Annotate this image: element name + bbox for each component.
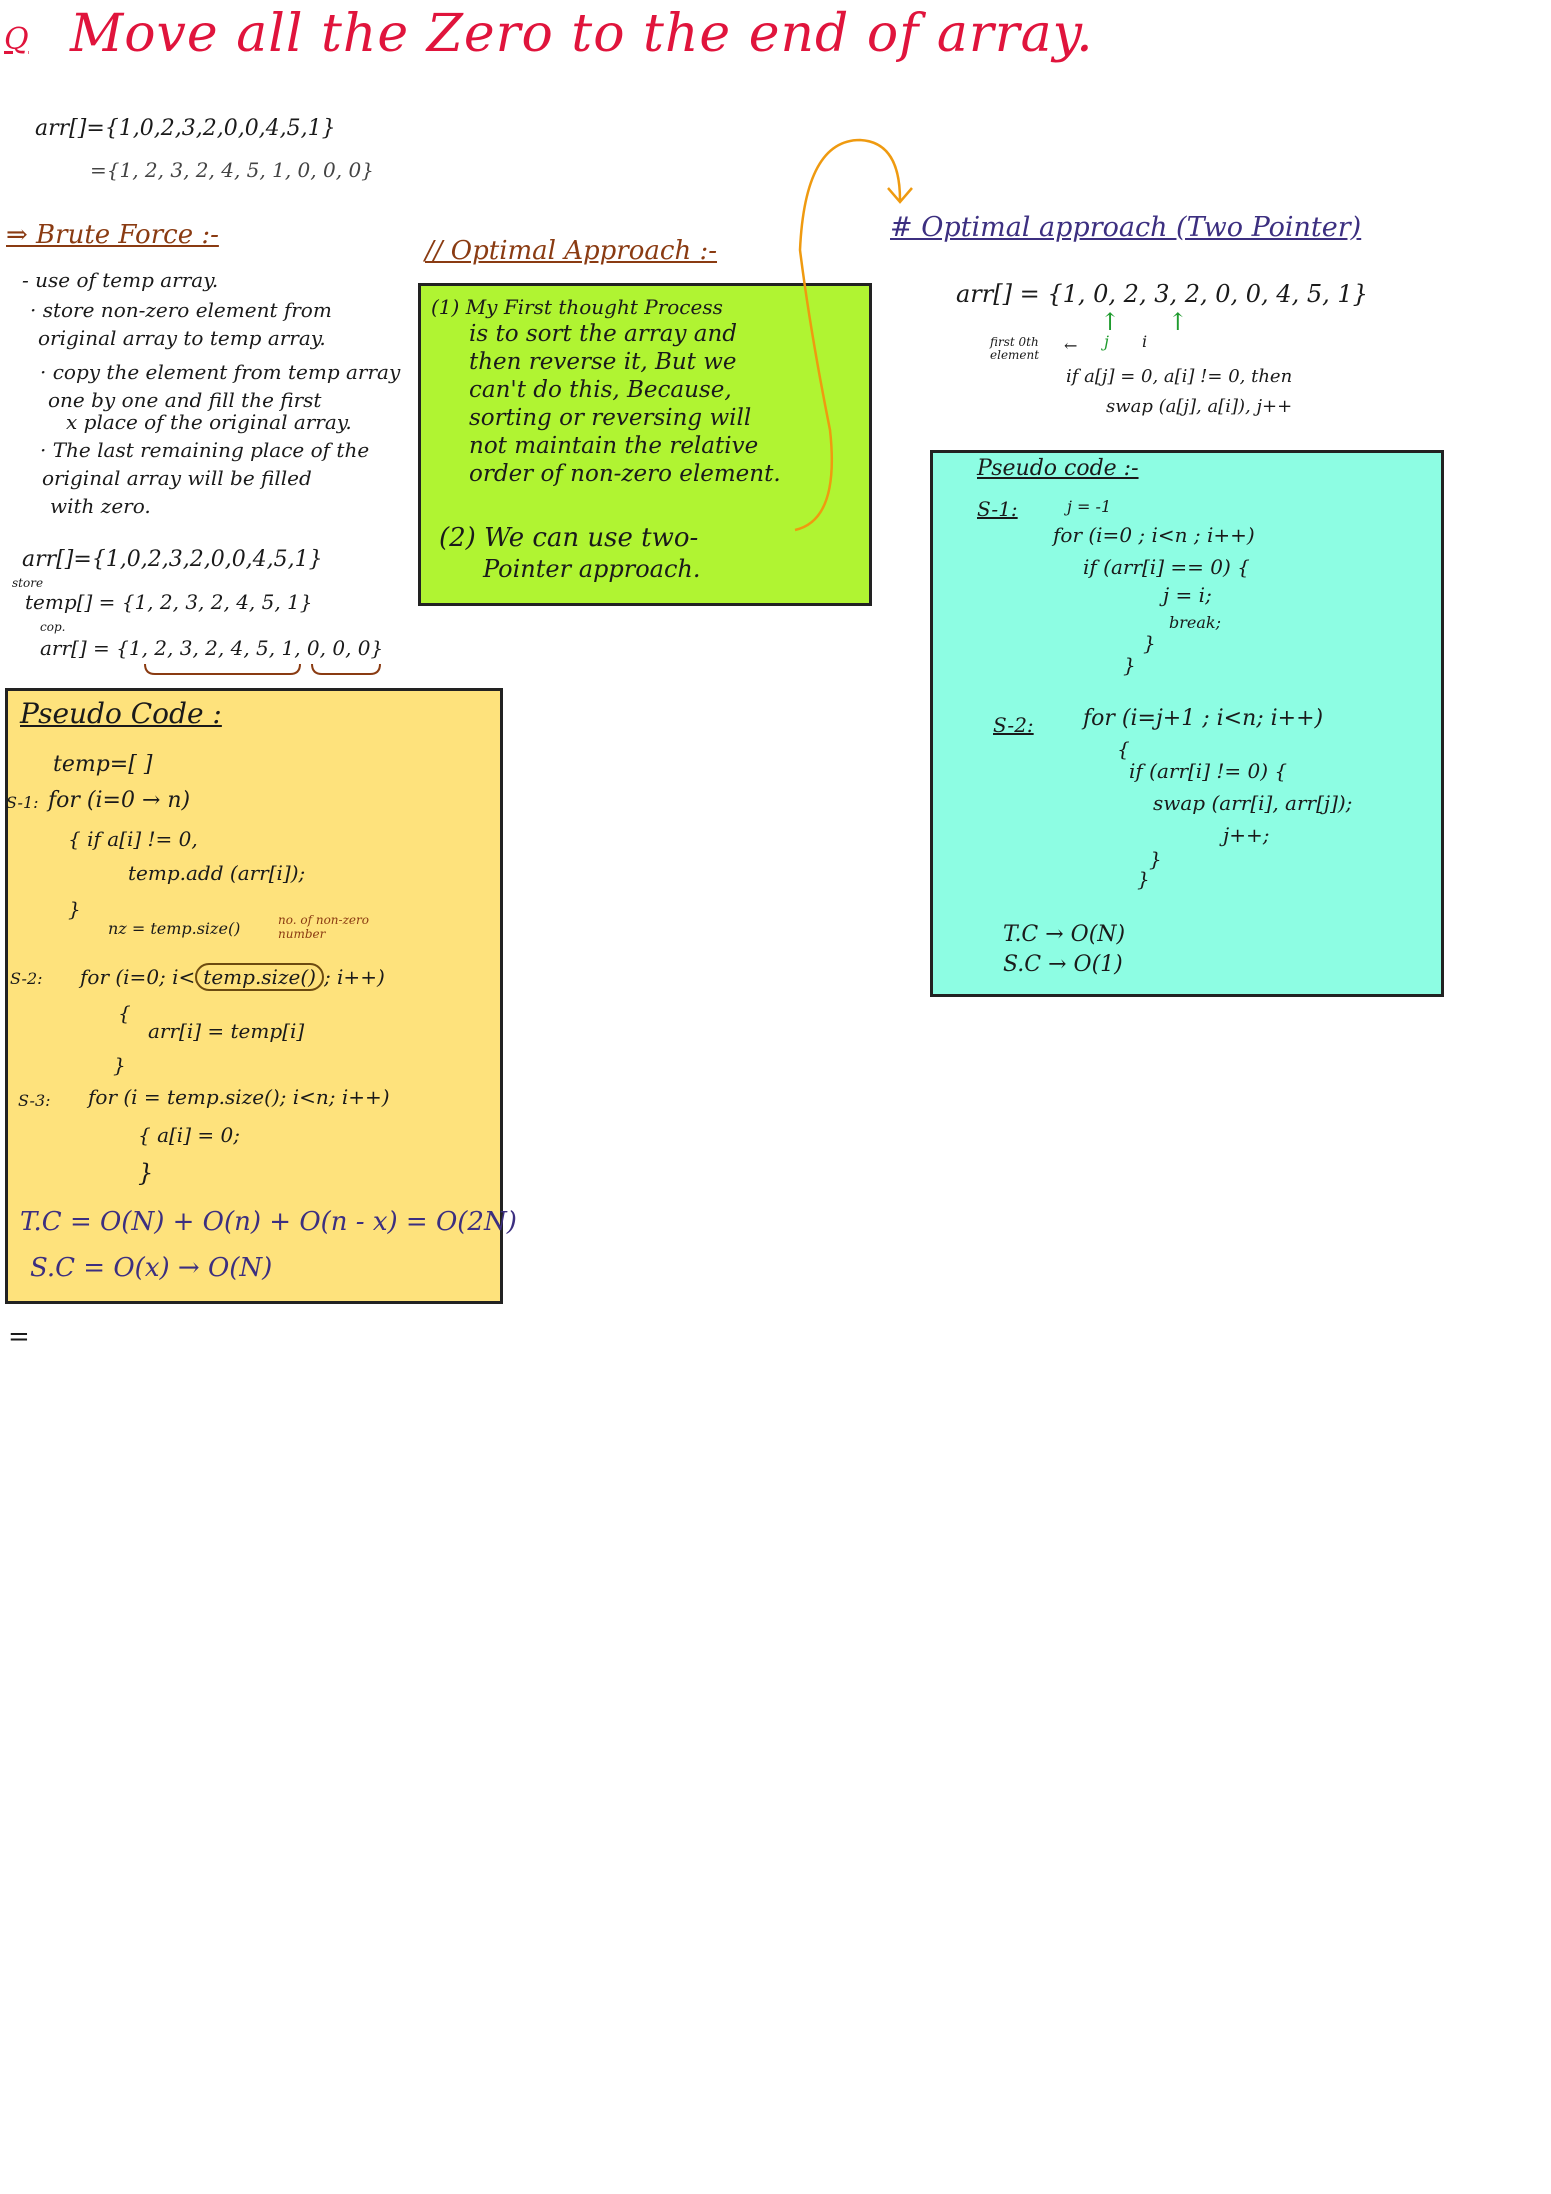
pointer-arrows: ↑ ↑ bbox=[1100, 308, 1208, 336]
opt-time-complexity: T.C → O(N) bbox=[1003, 922, 1126, 947]
pseudo-s2-close: } bbox=[113, 1053, 126, 1077]
opt-s2-inc: j++; bbox=[1223, 823, 1270, 847]
pseudo-s1-close: } bbox=[68, 897, 81, 921]
thought-line-8: (2) We can use two- bbox=[439, 523, 699, 553]
intro-input: arr[]={1,0,2,3,2,0,0,4,5,1} bbox=[35, 116, 336, 141]
pseudo-s2-assign: arr[i] = temp[i] bbox=[148, 1019, 305, 1043]
brute-example-temp: temp[] = {1, 2, 3, 2, 4, 5, 1} bbox=[25, 590, 313, 614]
thought-line-7: order of non-zero element. bbox=[469, 461, 781, 487]
intro-output: ={1, 2, 3, 2, 4, 5, 1, 0, 0, 0} bbox=[90, 158, 374, 182]
brute-force-heading: ⇒ Brute Force :- bbox=[6, 220, 219, 250]
pseudo-temp-init: temp=[ ] bbox=[53, 752, 153, 777]
opt-space-complexity: S.C → O(1) bbox=[1003, 952, 1123, 977]
pseudo-space-complexity: S.C = O(x) → O(N) bbox=[30, 1253, 273, 1283]
first-zero-note: first 0th element bbox=[990, 335, 1040, 363]
brute-example-result: arr[] = {1, 2, 3, 2, 4, 5, 1, 0, 0, 0} bbox=[40, 636, 384, 660]
page-title: Move all the Zero to the end of array. bbox=[70, 4, 1094, 64]
thought-line-4: can't do this, Because, bbox=[469, 377, 732, 403]
pointer-i: i bbox=[1142, 332, 1148, 351]
pseudo-s2-highlight: temp.size() bbox=[195, 963, 324, 991]
two-pointer-pseudo-box: Pseudo code :- S-1: j = -1 for (i=0 ; i<… bbox=[930, 450, 1444, 997]
two-pointer-heading: # Optimal approach (Two Pointer) bbox=[890, 212, 1362, 243]
brute-bullet-2: · store non-zero element from bbox=[30, 298, 332, 322]
pointer-j: j bbox=[1104, 332, 1109, 351]
opt-s2-open: { bbox=[1117, 737, 1130, 761]
opt-s2-label: S-2: bbox=[993, 713, 1034, 737]
thought-line-3: then reverse it, But we bbox=[469, 349, 737, 375]
opt-s1-loop: for (i=0 ; i<n ; i++) bbox=[1053, 523, 1255, 547]
footer-mark: = bbox=[8, 1322, 30, 1352]
pseudo-s2-label: S-2: bbox=[10, 969, 43, 988]
thought-line-6: not maintain the relative bbox=[469, 433, 759, 459]
opt-s2-close1: } bbox=[1149, 847, 1162, 871]
opt-s1-close2: } bbox=[1123, 653, 1136, 677]
pseudo-s2-loop-start: for (i=0; i< bbox=[80, 965, 196, 989]
pseudo-s1-label: S-1: bbox=[6, 793, 39, 812]
opt-s2-close2: } bbox=[1137, 867, 1150, 891]
pseudo-s1-loop: for (i=0 → n) bbox=[48, 788, 191, 813]
pseudo-s3-label: S-3: bbox=[18, 1091, 51, 1110]
pseudo-s1-if: { if a[i] != 0, bbox=[68, 827, 198, 851]
pseudo-nz: nz = temp.size() bbox=[108, 919, 241, 938]
connector-arrow bbox=[794, 138, 913, 532]
thought-line-2: is to sort the array and bbox=[469, 321, 738, 347]
pseudo-time-complexity: T.C = O(N) + O(n) + O(n - x) = O(2N) bbox=[20, 1207, 517, 1237]
pseudo-s1-add: temp.add (arr[i]); bbox=[128, 861, 306, 885]
optimal-thought-box: (1) My First thought Process is to sort … bbox=[418, 283, 872, 606]
pseudo-s2-open: { bbox=[118, 1001, 131, 1025]
pseudo-s3-close: } bbox=[138, 1159, 154, 1187]
pseudo-s2-loop: for (i=0; i<temp.size(); i++) bbox=[80, 963, 385, 991]
brute-copy-label: cop. bbox=[40, 620, 66, 634]
pseudo-nz-note: no. of non-zero number bbox=[278, 913, 369, 941]
optimal-approach-heading: // Optimal Approach :- bbox=[425, 236, 718, 266]
swap-action: swap (a[j], a[i]), j++ bbox=[1106, 396, 1293, 417]
opt-s1-break: break; bbox=[1169, 613, 1221, 632]
thought-line-1: (1) My First thought Process bbox=[431, 295, 723, 319]
two-pointer-array: arr[] = {1, 0, 2, 3, 2, 0, 0, 4, 5, 1} bbox=[956, 280, 1368, 308]
brute-bullet-4b: original array will be filled bbox=[42, 466, 312, 490]
brute-bullet-2b: original array to temp array. bbox=[38, 326, 326, 350]
opt-s2-swap: swap (arr[i], arr[j]); bbox=[1153, 791, 1353, 815]
back-arrow: ← bbox=[1064, 336, 1078, 355]
opt-s1-label: S-1: bbox=[977, 497, 1018, 521]
question-icon: Q bbox=[4, 22, 29, 57]
opt-s1-init: j = -1 bbox=[1067, 497, 1112, 516]
brute-bullet-3b: one by one and fill the first bbox=[48, 388, 322, 412]
brute-bullet-4c: with zero. bbox=[50, 494, 151, 518]
brute-pseudo-code-box: Pseudo Code : temp=[ ] S-1: for (i=0 → n… bbox=[5, 688, 517, 1304]
brute-bullet-4: · The last remaining place of the bbox=[40, 438, 370, 462]
brute-bullet-1: - use of temp array. bbox=[22, 268, 219, 292]
pseudo-heading: Pseudo Code : bbox=[20, 697, 222, 730]
opt-s1-assign: j = i; bbox=[1163, 583, 1212, 607]
thought-line-9: Pointer approach. bbox=[483, 555, 701, 583]
swap-condition: if a[j] = 0, a[i] != 0, then bbox=[1066, 366, 1293, 387]
brute-bullet-3c: x place of the original array. bbox=[66, 410, 352, 434]
opt-s2-loop: for (i=j+1 ; i<n; i++) bbox=[1083, 706, 1324, 731]
pseudo-s2-loop-tail: ; i++) bbox=[323, 965, 385, 989]
brute-store-label: store bbox=[12, 576, 44, 590]
brute-bullet-3: · copy the element from temp array bbox=[40, 360, 401, 384]
brute-example-arr: arr[]={1,0,2,3,2,0,0,4,5,1} bbox=[22, 547, 323, 572]
thought-line-5: sorting or reversing will bbox=[469, 405, 752, 431]
pseudo-s3-loop: for (i = temp.size(); i<n; i++) bbox=[88, 1085, 390, 1109]
opt-s1-close1: } bbox=[1143, 631, 1156, 655]
brace-marks bbox=[144, 663, 381, 675]
pseudo-s3-body: { a[i] = 0; bbox=[138, 1123, 240, 1147]
opt-pseudo-heading: Pseudo code :- bbox=[977, 456, 1139, 481]
opt-s1-if: if (arr[i] == 0) { bbox=[1083, 555, 1250, 579]
opt-s2-if: if (arr[i] != 0) { bbox=[1129, 759, 1288, 783]
